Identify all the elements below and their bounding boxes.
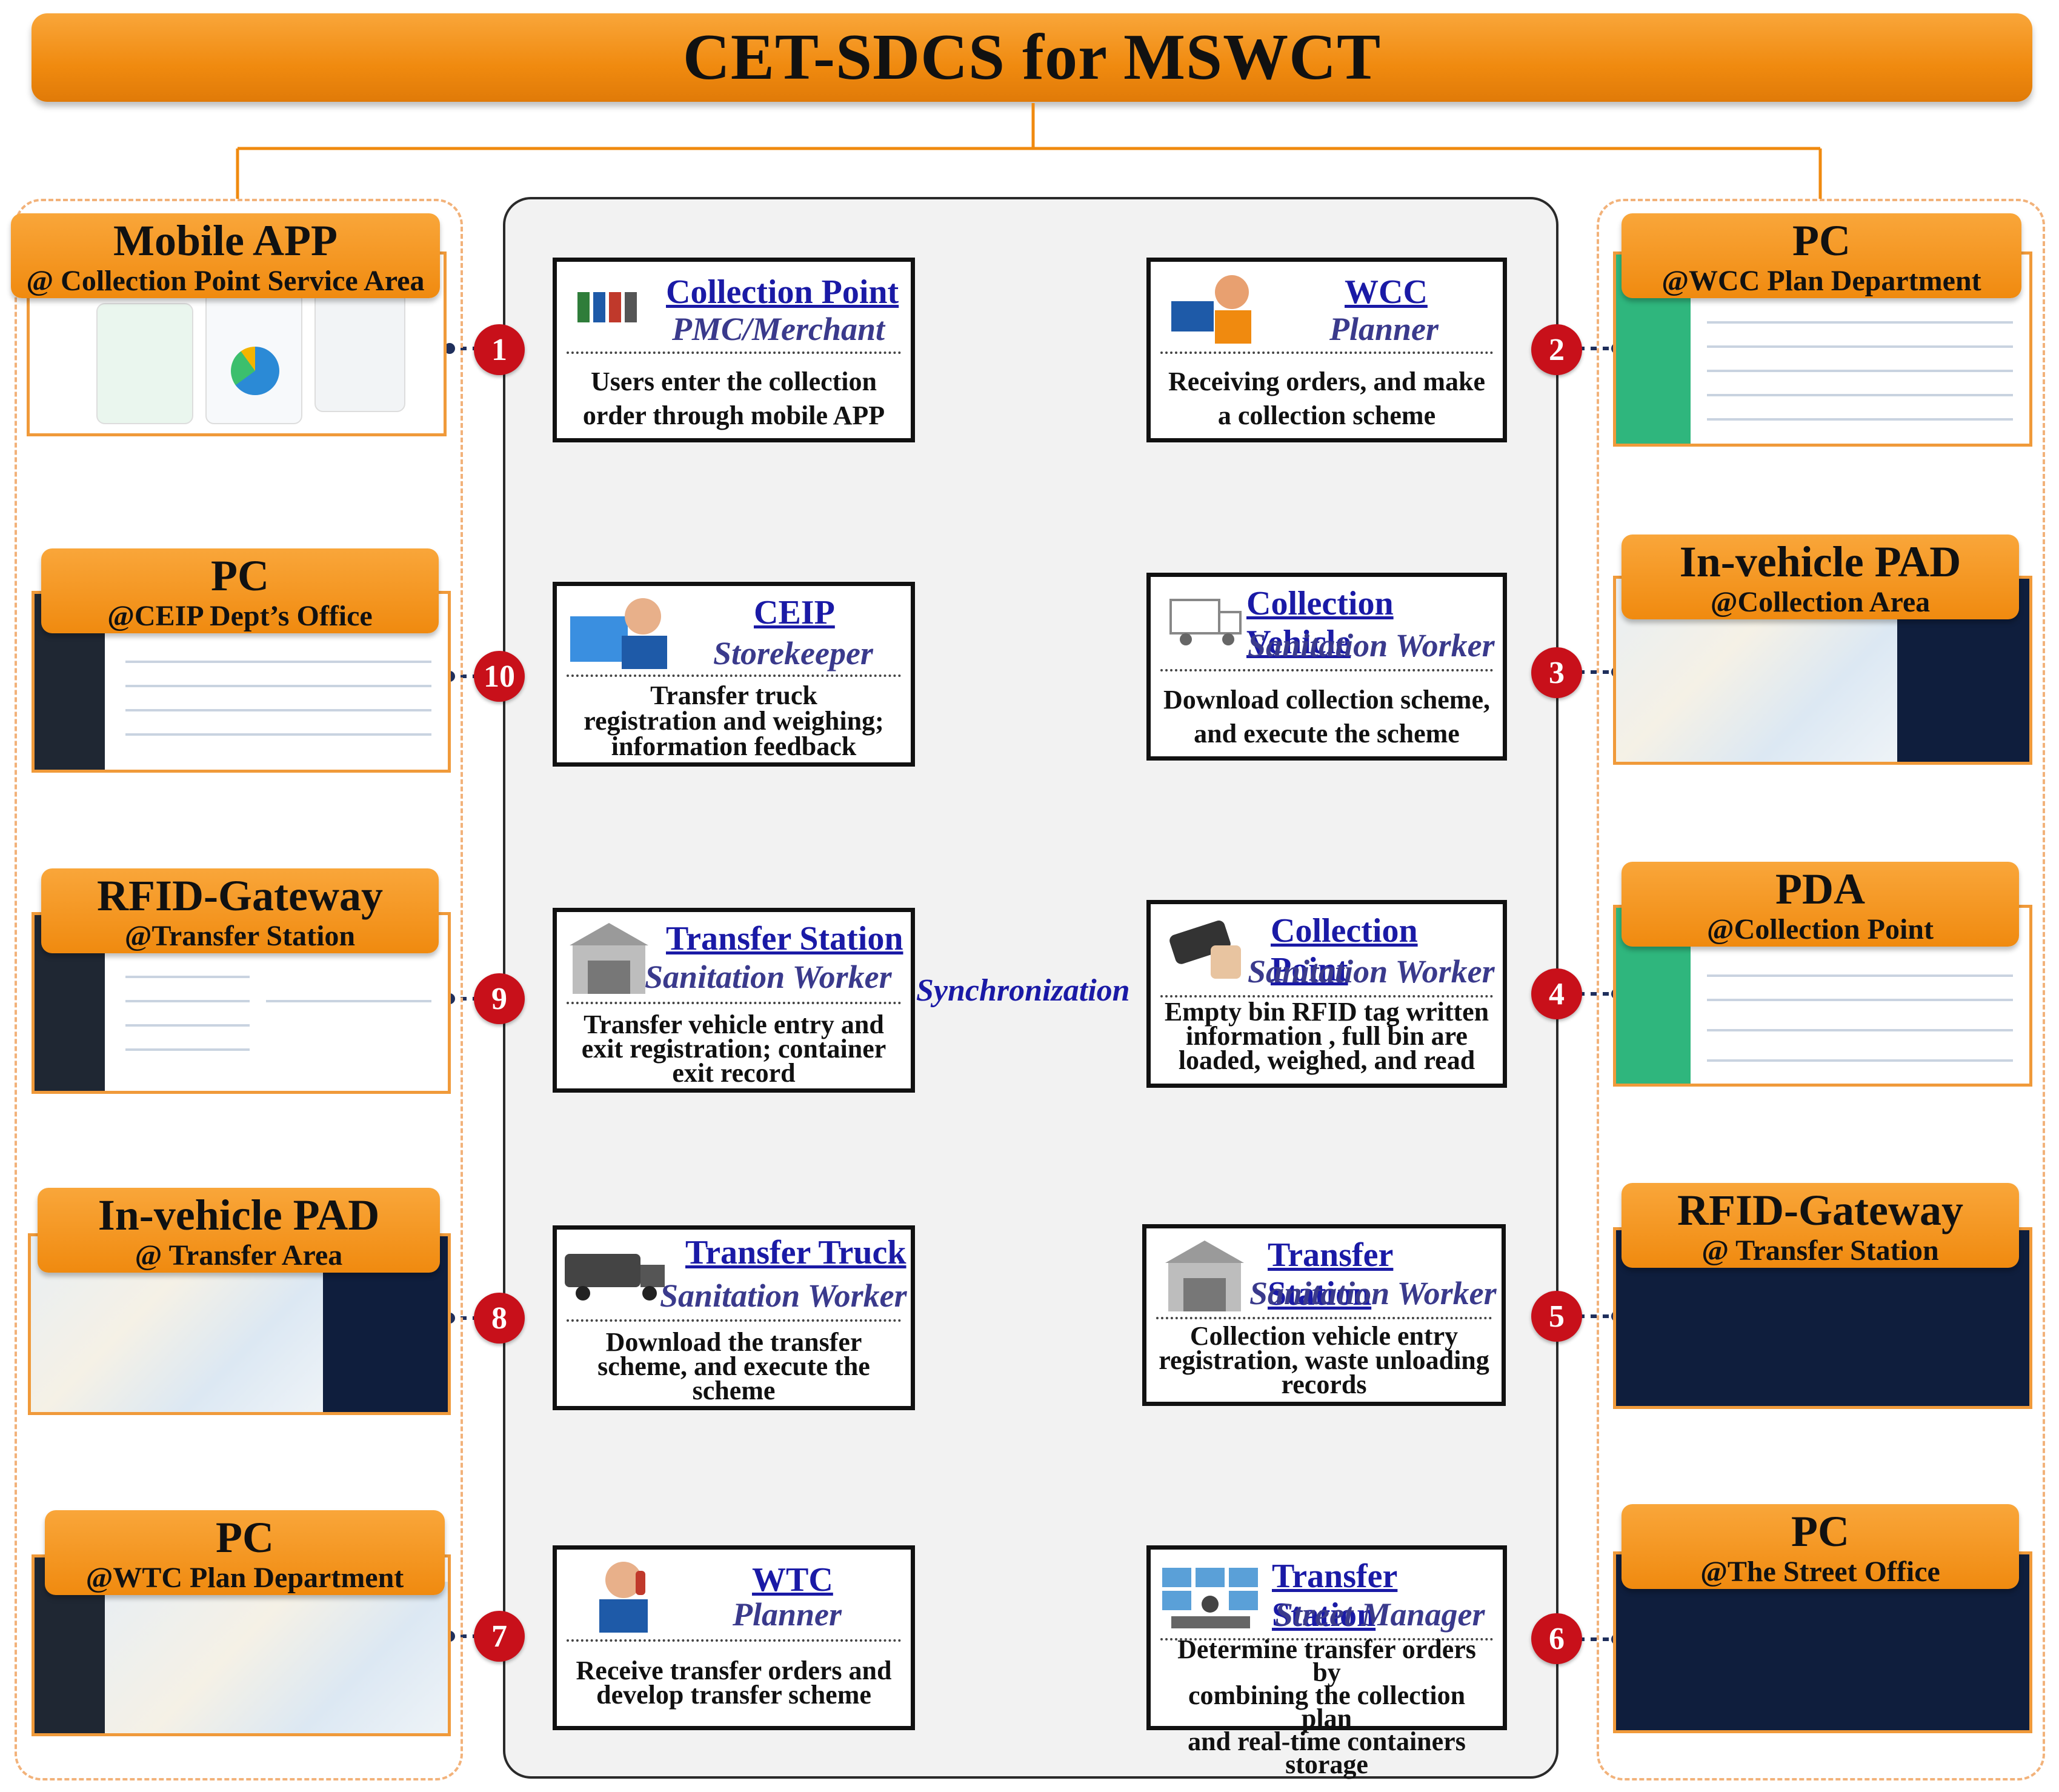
device-label-5: RFID-Gateway @ Transfer Station xyxy=(1622,1183,2019,1268)
transfer-truck-icon xyxy=(562,1248,671,1308)
process-box-8: Transfer Truck Sanitation Worker Downloa… xyxy=(553,1225,915,1410)
step-badge-6: 6 xyxy=(1531,1613,1582,1664)
process-box-3: Collection Vehicle Sanitation Worker Dow… xyxy=(1146,573,1507,761)
right-device-panel xyxy=(1597,199,2045,1780)
step-badge-5: 5 xyxy=(1531,1291,1582,1342)
process-box-9: Transfer Station Sanitation Worker Trans… xyxy=(553,908,915,1093)
monitoring-room-icon xyxy=(1159,1562,1262,1634)
recycling-bins-icon xyxy=(575,274,640,328)
planner-computer-icon xyxy=(1171,268,1256,347)
phone-planner-icon xyxy=(581,1556,666,1634)
storekeeper-computer-icon xyxy=(570,592,673,671)
process-box-4: Collection Point Sanitation Worker Empty… xyxy=(1146,900,1507,1088)
device-label-8: In-vehicle PAD @ Transfer Area xyxy=(38,1188,440,1273)
synchronization-label: Synchronization xyxy=(916,973,1130,1008)
process-box-1: Collection Point PMC/Merchant Users ente… xyxy=(553,258,915,442)
step-badge-7: 7 xyxy=(474,1611,525,1662)
device-label-4: PDA @Collection Point xyxy=(1622,862,2019,947)
step-badge-8: 8 xyxy=(474,1293,525,1344)
title-tree-line xyxy=(236,103,1822,199)
step-badge-2: 2 xyxy=(1531,324,1582,375)
step-badge-4: 4 xyxy=(1531,968,1582,1019)
process-box-5: Transfer Station Sanitation Worker Colle… xyxy=(1142,1224,1506,1406)
device-label-1: Mobile APP @ Collection Point Service Ar… xyxy=(11,213,440,298)
step-badge-10: 10 xyxy=(474,651,525,702)
device-label-2: PC @WCC Plan Department xyxy=(1622,213,2021,298)
device-label-3: In-vehicle PAD @Collection Area xyxy=(1622,535,2019,619)
step-badge-3: 3 xyxy=(1531,647,1582,698)
device-label-9: RFID-Gateway @Transfer Station xyxy=(41,868,439,953)
step-badge-1: 1 xyxy=(474,324,525,375)
device-label-10: PC @CEIP Dept’s Office xyxy=(41,548,439,633)
device-label-7: PC @WTC Plan Department xyxy=(45,1510,445,1595)
device-label-6: PC @The Street Office xyxy=(1622,1504,2019,1589)
collection-truck-icon xyxy=(1168,594,1246,648)
diagram-title: CET-SDCS for MSWCT xyxy=(682,21,1382,93)
rfid-scanner-icon xyxy=(1165,915,1256,982)
title-bar: CET-SDCS for MSWCT xyxy=(32,13,2032,102)
transfer-station-building-icon xyxy=(1162,1236,1247,1314)
left-device-panel xyxy=(15,199,463,1780)
step-badge-9: 9 xyxy=(474,973,525,1024)
process-box-6: Transfer Station Street Manager Determin… xyxy=(1146,1545,1507,1778)
transfer-station-building-icon xyxy=(567,918,651,997)
